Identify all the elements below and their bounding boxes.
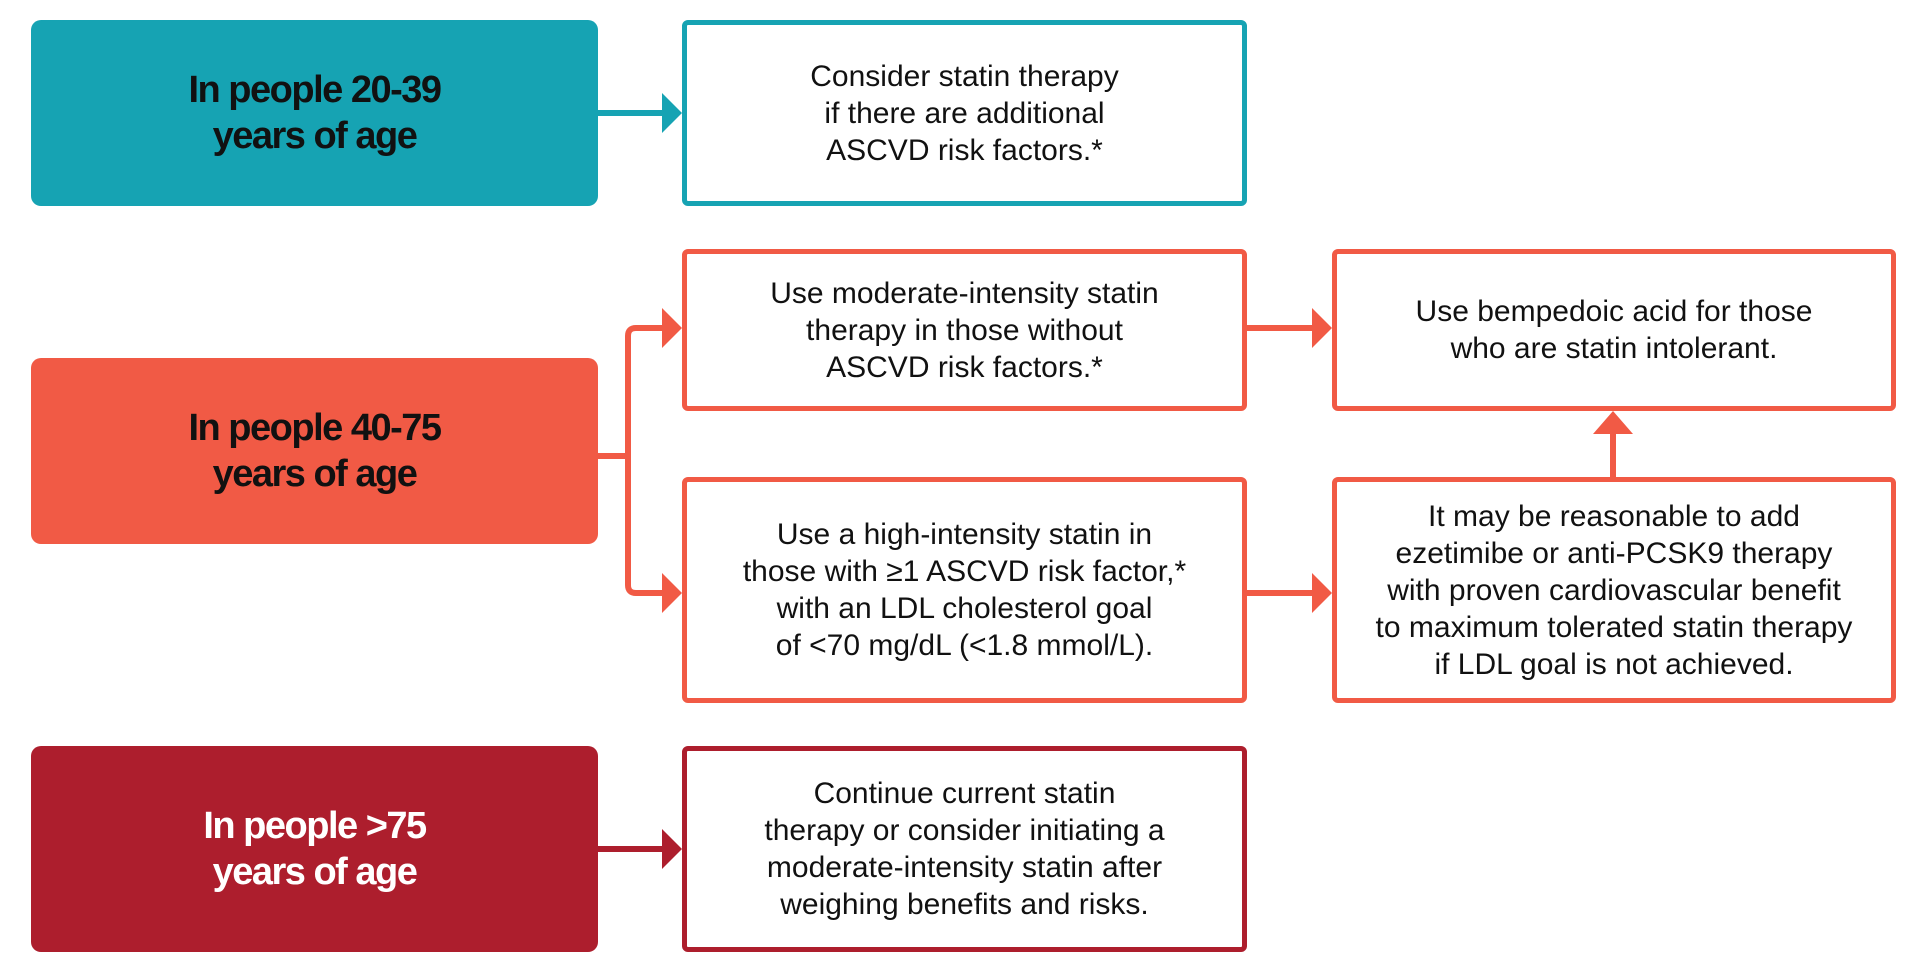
age-group-20-39-label: In people 20-39 years of age xyxy=(188,69,442,157)
consider-statin-text: Consider statin therapy if there are add… xyxy=(810,59,1119,167)
age-group-over-75-box: In people >75 years of age xyxy=(31,746,598,952)
arrow-head-moderate xyxy=(662,308,682,348)
arrow-ezetimibe-to-bempedoic xyxy=(1593,411,1633,477)
arrow-high-to-ezetimibe xyxy=(1247,573,1332,613)
moderate-intensity-statin-text: Use moderate-intensity statin therapy in… xyxy=(770,276,1159,384)
age-group-40-75-label: In people 40-75 years of age xyxy=(188,407,442,495)
moderate-intensity-statin-box: Use moderate-intensity statin therapy in… xyxy=(682,249,1247,411)
bempedoic-acid-box: Use bempedoic acid for those who are sta… xyxy=(1332,249,1896,411)
ezetimibe-pcsk9-text: It may be reasonable to add ezetimibe or… xyxy=(1375,499,1853,681)
arrow-age-over-75-to-continue xyxy=(598,829,682,869)
ezetimibe-pcsk9-box: It may be reasonable to add ezetimibe or… xyxy=(1332,477,1896,703)
arrow-head-high xyxy=(662,573,682,613)
bempedoic-acid-text: Use bempedoic acid for those who are sta… xyxy=(1415,295,1813,365)
age-group-20-39-box: In people 20-39 years of age xyxy=(31,20,598,206)
high-intensity-statin-text: Use a high-intensity statin in those wit… xyxy=(742,518,1187,662)
arrow-age-20-39-to-statin xyxy=(598,93,682,133)
continue-statin-text: Continue current statin therapy or consi… xyxy=(764,777,1165,921)
high-intensity-statin-box: Use a high-intensity statin in those wit… xyxy=(682,477,1247,703)
continue-statin-box: Continue current statin therapy or consi… xyxy=(682,746,1247,952)
arrow-moderate-to-bempedoic xyxy=(1247,308,1332,348)
age-group-40-75-box: In people 40-75 years of age xyxy=(31,358,598,544)
branch-connector-age-40-75 xyxy=(598,308,682,613)
consider-statin-box: Consider statin therapy if there are add… xyxy=(682,20,1247,206)
age-group-over-75-label: In people >75 years of age xyxy=(203,805,427,893)
